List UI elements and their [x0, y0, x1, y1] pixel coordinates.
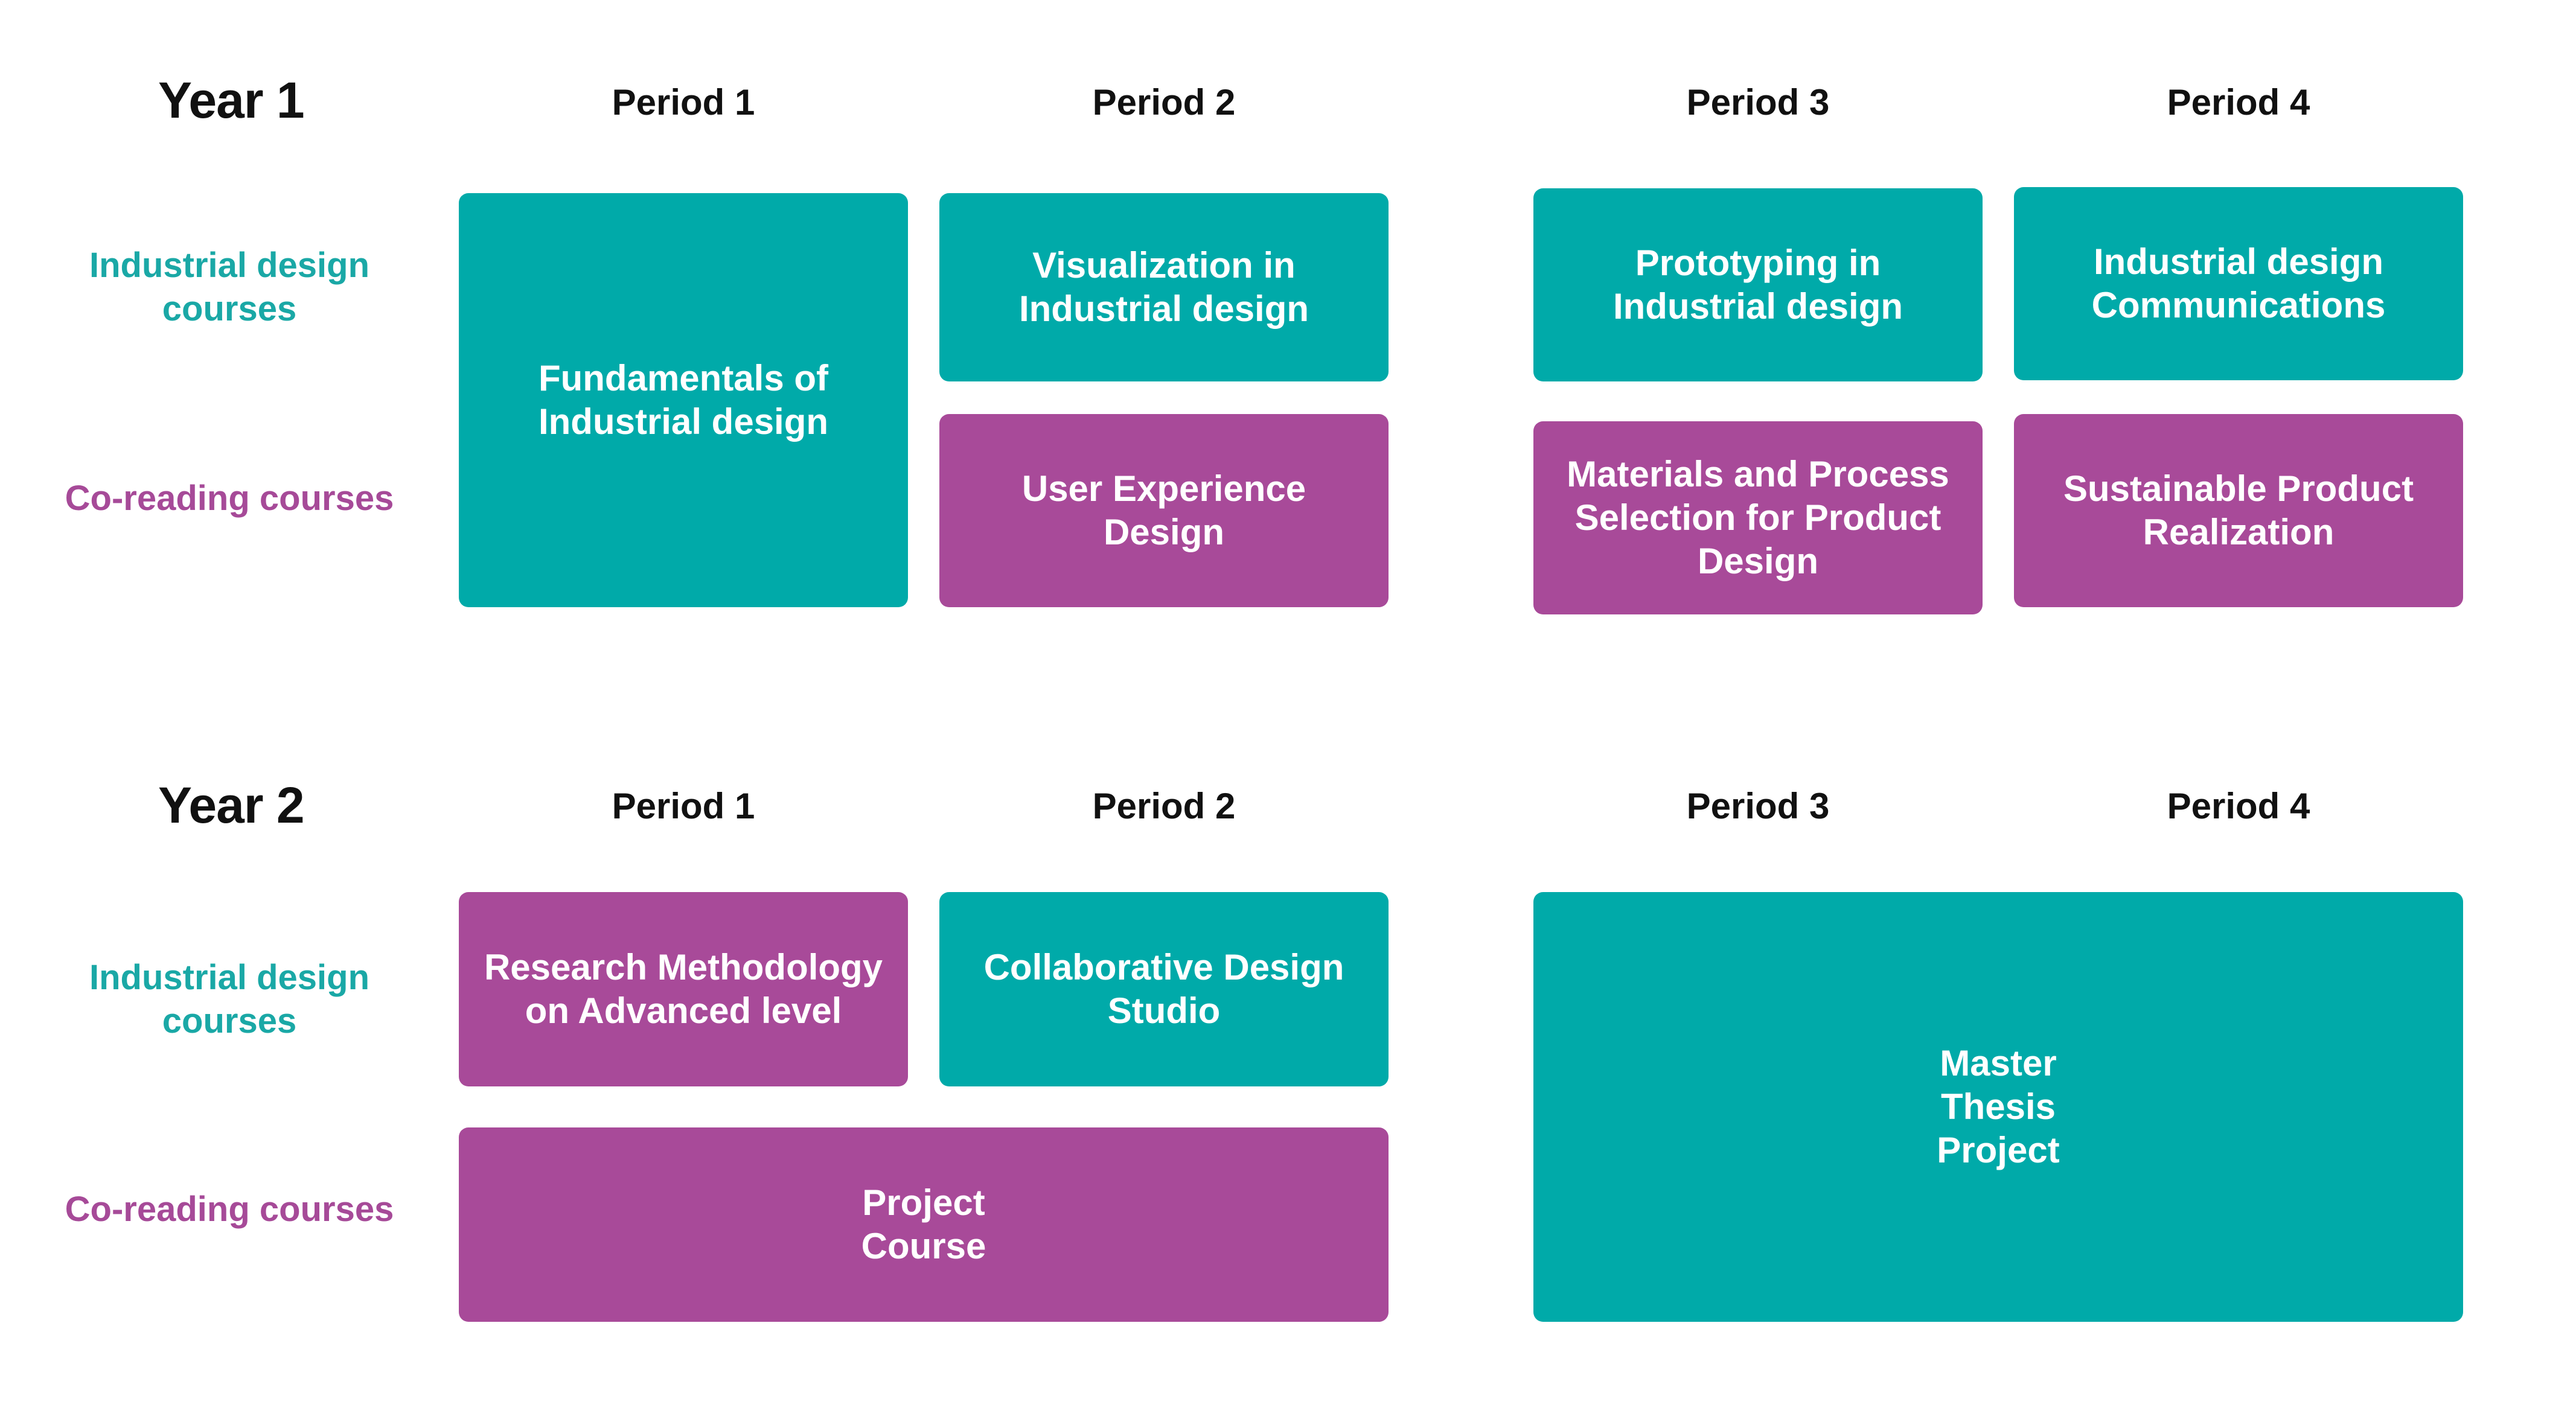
year-1-industrial-courses-label: Industrial design courses [89, 246, 370, 328]
year-2-period-3-label: Period 3 [1686, 786, 1830, 826]
year-1-period-3-label: Period 3 [1686, 82, 1830, 123]
year-1-title: Year 1 [158, 72, 305, 129]
year-1-period-2-label: Period 2 [1092, 82, 1236, 123]
year-2-industrial-courses-label: Industrial design courses [89, 958, 370, 1041]
course-communications-label: Industrial design Communications [2091, 241, 2386, 325]
course-materials-and-process-selection: Materials and Process Selection for Prod… [1533, 421, 1983, 614]
course-ux-label: User Experience Design [1021, 468, 1306, 552]
course-project-label: Project Course [861, 1182, 986, 1266]
course-research-methodology: Research Methodology on Advanced level [459, 892, 908, 1086]
course-collaborative-design-studio: Collaborative Design Studio [939, 892, 1389, 1086]
year-1-period-1-label: Period 1 [612, 82, 755, 123]
year-1-period-4-label: Period 4 [2167, 82, 2310, 123]
course-master-thesis-project: Master Thesis Project [1533, 892, 2463, 1322]
year-2-coreading-courses-label: Co-reading courses [65, 1190, 394, 1229]
course-user-experience-design: User Experience Design [939, 414, 1389, 607]
year-2-period-4-label: Period 4 [2167, 786, 2310, 826]
course-collaborative-label: Collaborative Design Studio [983, 947, 1344, 1031]
course-visualization-in-industrial-design: Visualization in Industrial design [939, 193, 1389, 381]
course-fundamentals-label: Fundamentals of Industrial design [538, 358, 829, 442]
course-research-label: Research Methodology on Advanced level [484, 947, 883, 1031]
course-materials-label: Materials and Process Selection for Prod… [1567, 454, 1949, 581]
course-visualization-label: Visualization in Industrial design [1018, 245, 1309, 329]
course-sustainable-label: Sustainable Product Realization [2063, 468, 2414, 552]
year-1-coreading-courses-label: Co-reading courses [65, 479, 394, 518]
course-prototyping-label: Prototyping in Industrial design [1612, 243, 1903, 327]
year-2-title: Year 2 [158, 777, 305, 834]
course-sustainable-product-realization: Sustainable Product Realization [2014, 414, 2463, 607]
year-2-period-1-label: Period 1 [612, 786, 755, 826]
course-industrial-design-communications: Industrial design Communications [2014, 187, 2463, 380]
year-2-period-2-label: Period 2 [1092, 786, 1236, 826]
course-project-course: Project Course [459, 1127, 1389, 1322]
course-thesis-label: Master Thesis Project [1937, 1043, 2060, 1170]
course-prototyping-in-industrial-design: Prototyping in Industrial design [1533, 188, 1983, 381]
course-fundamentals-of-industrial-design: Fundamentals of Industrial design [459, 193, 908, 607]
